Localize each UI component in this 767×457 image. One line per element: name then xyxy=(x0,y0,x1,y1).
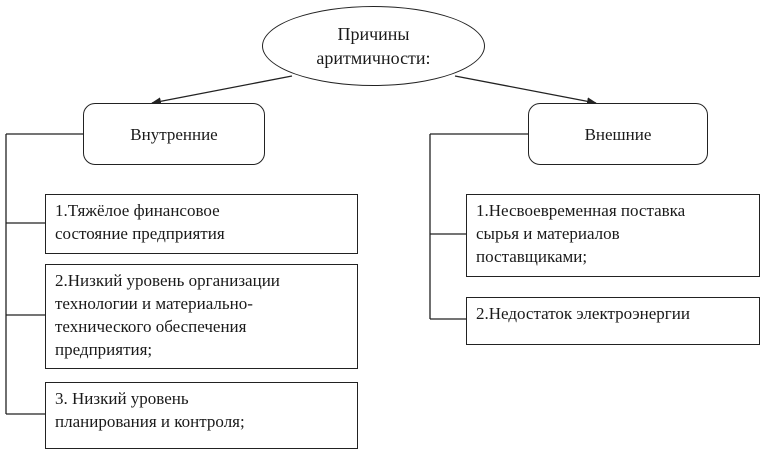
category-external: Внешние xyxy=(528,103,708,165)
external-cause-2: 2.Недостаток электроэнергии xyxy=(466,297,760,345)
cause-text-line: 2.Недостаток электроэнергии xyxy=(476,304,690,323)
category-internal: Внутренние xyxy=(83,103,265,165)
cause-text-line: 2.Низкий уровень организации xyxy=(55,271,280,290)
cause-text-line: состояние предприятия xyxy=(55,224,225,243)
cause-text-line: 3. Низкий уровень xyxy=(55,389,189,408)
internal-cause-1: 1.Тяжёлое финансовое состояние предприят… xyxy=(45,194,358,254)
cause-text-line: технологии и материально- xyxy=(55,294,253,313)
arrow-root-to-external xyxy=(454,75,597,106)
root-label-line: Причины xyxy=(337,24,410,44)
category-external-label: Внешние xyxy=(584,124,652,144)
category-internal-label: Внутренние xyxy=(130,124,218,144)
arrow-root-to-internal xyxy=(151,75,293,106)
external-cause-1: 1.Несвоевременная поставка сырья и матер… xyxy=(466,194,760,277)
cause-text-line: технического обеспечения xyxy=(55,317,247,336)
root-label-line: аритмичности: xyxy=(316,48,431,68)
cause-text-line: предприятия; xyxy=(55,340,153,359)
root-node-causes-of-arrhythmicity: Причины аритмичности: xyxy=(262,6,485,86)
cause-text-line: поставщиками; xyxy=(476,247,588,266)
internal-cause-3: 3. Низкий уровень планирования и контрол… xyxy=(45,382,358,449)
cause-text-line: планирования и контроля; xyxy=(55,412,245,431)
cause-text-line: сырья и материалов xyxy=(476,224,620,243)
cause-text-line: 1.Тяжёлое финансовое xyxy=(55,201,220,220)
internal-cause-2: 2.Низкий уровень организации технологии … xyxy=(45,264,358,369)
cause-text-line: 1.Несвоевременная поставка xyxy=(476,201,686,220)
